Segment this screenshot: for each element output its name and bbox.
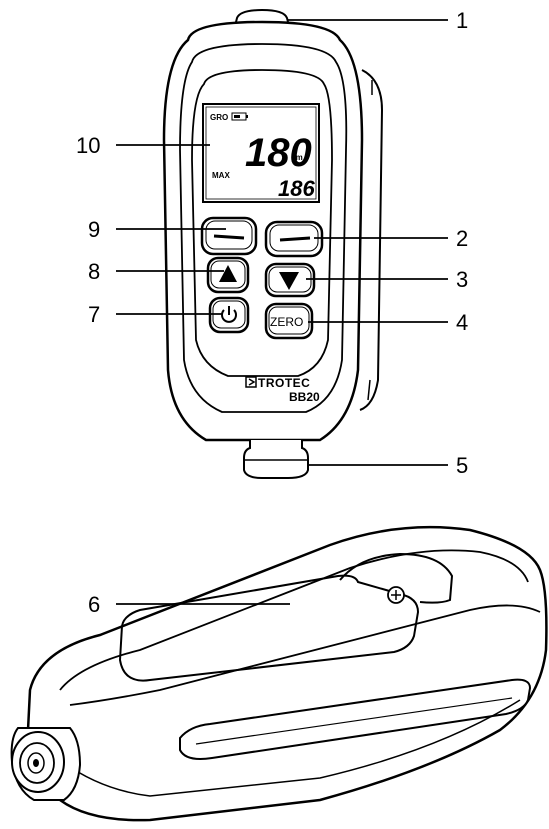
lcd-max-label: MAX (212, 171, 230, 180)
callout-3: 3 (456, 267, 468, 292)
screw-icon (387, 586, 405, 604)
rear-body (26, 525, 548, 822)
lcd-main-reading: 180 (245, 131, 312, 175)
callout-1: 1 (456, 8, 468, 33)
down-triangle-icon (279, 272, 299, 290)
model-name: BB20 (289, 390, 320, 404)
faceplate (191, 69, 333, 377)
trotec-logo-arrow-icon (245, 376, 257, 388)
callout-5: 5 (456, 453, 468, 478)
key-up[interactable] (206, 256, 250, 294)
key-zero[interactable]: ZERO (264, 302, 314, 340)
rear-probe-head (10, 727, 82, 801)
callout-10: 10 (76, 133, 100, 158)
zero-key-label: ZERO (270, 315, 303, 329)
callout-4: 4 (456, 310, 468, 335)
rear-panel (118, 574, 420, 682)
lcd-gro-label: GRO (210, 113, 228, 122)
key-left-function[interactable] (200, 216, 258, 256)
callout-7: 7 (88, 302, 100, 327)
inner-bezel (179, 43, 348, 413)
power-icon (221, 306, 237, 323)
key-right-function[interactable] (264, 220, 324, 258)
callout-8: 8 (88, 259, 100, 284)
leader-lines (116, 19, 448, 605)
callout-9: 9 (88, 217, 100, 242)
callout-6: 6 (88, 592, 100, 617)
rear-view (10, 525, 548, 822)
battery-icon (231, 112, 248, 121)
lcd-unit: µm (291, 153, 303, 162)
side-grip (359, 69, 384, 411)
up-triangle-icon (219, 265, 237, 282)
bottom-probe (243, 440, 309, 479)
lcd-max-value: 186 (278, 176, 315, 201)
brand-name: TROTEC (258, 376, 310, 390)
lcd-display (202, 103, 320, 203)
rear-grip-channel (179, 678, 532, 760)
front-view: GRO 180 µm MAX 186 (162, 8, 384, 479)
key-power[interactable] (208, 296, 250, 334)
callout-2: 2 (456, 226, 468, 251)
key-down[interactable] (264, 262, 316, 298)
